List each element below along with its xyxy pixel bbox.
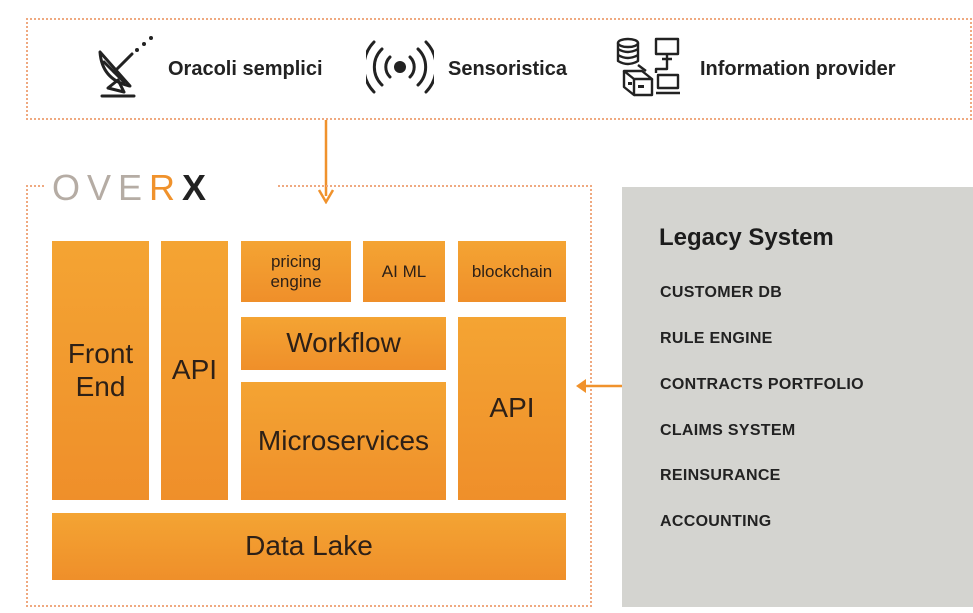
api-left-block: API bbox=[161, 241, 228, 500]
legacy-system-panel bbox=[622, 187, 973, 607]
legacy-item-contracts-portfolio: CONTRACTS PORTFOLIO bbox=[660, 376, 864, 393]
workflow-block: Workflow bbox=[241, 317, 446, 370]
overx-logo: OVERX bbox=[52, 167, 214, 208]
source-label-sensoristica: Sensoristica bbox=[448, 58, 567, 80]
ai-ml-block: AI ML bbox=[363, 241, 445, 302]
satellite-dish-icon bbox=[98, 36, 153, 98]
overx-platform-box bbox=[26, 185, 592, 607]
data-sources-box bbox=[26, 18, 972, 120]
legacy-item-reinsurance: REINSURANCE bbox=[660, 467, 781, 484]
data-lake-block: Data Lake bbox=[52, 513, 566, 580]
source-label-information-provider: Information provider bbox=[700, 58, 896, 80]
legacy-item-claims-system: CLAIMS SYSTEM bbox=[660, 422, 796, 439]
source-label-oracoli: Oracoli semplici bbox=[168, 58, 323, 80]
api-right-block: API bbox=[458, 317, 566, 500]
microservices-block: Microservices bbox=[241, 382, 446, 500]
legacy-item-rule-engine: RULE ENGINE bbox=[660, 330, 773, 347]
legacy-system-title: Legacy System bbox=[659, 224, 834, 251]
signal-broadcast-icon bbox=[366, 40, 434, 94]
down-arrow-icon bbox=[317, 120, 335, 204]
legacy-item-customer-db: CUSTOMER DB bbox=[660, 284, 783, 301]
blockchain-block: blockchain bbox=[458, 241, 566, 302]
logo-background bbox=[44, 165, 276, 205]
database-network-icon bbox=[616, 37, 680, 97]
legacy-item-accounting: ACCOUNTING bbox=[660, 513, 772, 530]
